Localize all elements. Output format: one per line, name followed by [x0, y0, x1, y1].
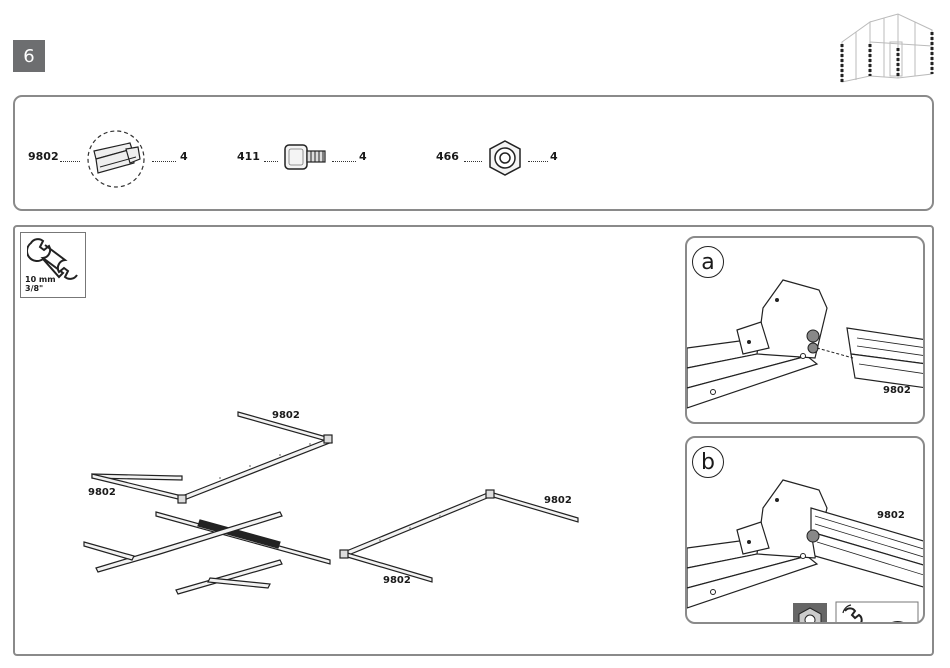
base-frame-diagram	[80, 400, 590, 600]
part-qty-411: 4	[359, 150, 367, 163]
frame-label-bottom: 9802	[383, 575, 411, 586]
frame-label-left: 9802	[88, 487, 116, 498]
part-leader-dots	[464, 161, 482, 162]
parts-list-panel	[13, 95, 934, 211]
part-leader-dots	[60, 161, 80, 162]
detail-a-letter: a	[692, 246, 724, 278]
bolt-411-icon	[282, 140, 328, 176]
frame-profile-right-long	[344, 492, 492, 556]
part-code-466: 466	[436, 150, 459, 163]
frame-profile-long	[182, 438, 332, 500]
step-number-badge: 6	[13, 40, 45, 72]
part-leader-dots	[528, 161, 548, 162]
tool-size-mm: 10 mm	[25, 275, 56, 284]
detail-b-panel: b 9802	[685, 436, 925, 624]
tool-wrench-box: 10 mm 3/8"	[20, 232, 86, 298]
wrench-tighten-icon	[835, 601, 919, 624]
detail-a-illustration	[687, 268, 925, 424]
profile-9802-icon	[86, 129, 146, 189]
part-code-9802: 9802	[28, 150, 59, 163]
part-qty-9802: 4	[180, 150, 188, 163]
step-number: 6	[23, 46, 34, 67]
part-leader-dots	[332, 161, 356, 162]
part-leader-dots	[152, 161, 176, 162]
greenhouse-icon	[836, 12, 938, 84]
detail-a-panel: a 9802	[685, 236, 925, 424]
detail-a-part-label: 9802	[883, 385, 911, 396]
frame-label-top: 9802	[272, 410, 300, 421]
nut-466-icon	[486, 139, 524, 177]
detail-b-letter: b	[692, 446, 724, 478]
frame-label-right: 9802	[544, 495, 572, 506]
part-qty-466: 4	[550, 150, 558, 163]
nut-tighten-check-icon	[793, 603, 835, 624]
part-code-411: 411	[237, 150, 260, 163]
detail-b-part-label: 9802	[877, 510, 905, 521]
part-leader-dots	[264, 161, 278, 162]
tool-size-in: 3/8"	[25, 284, 56, 293]
